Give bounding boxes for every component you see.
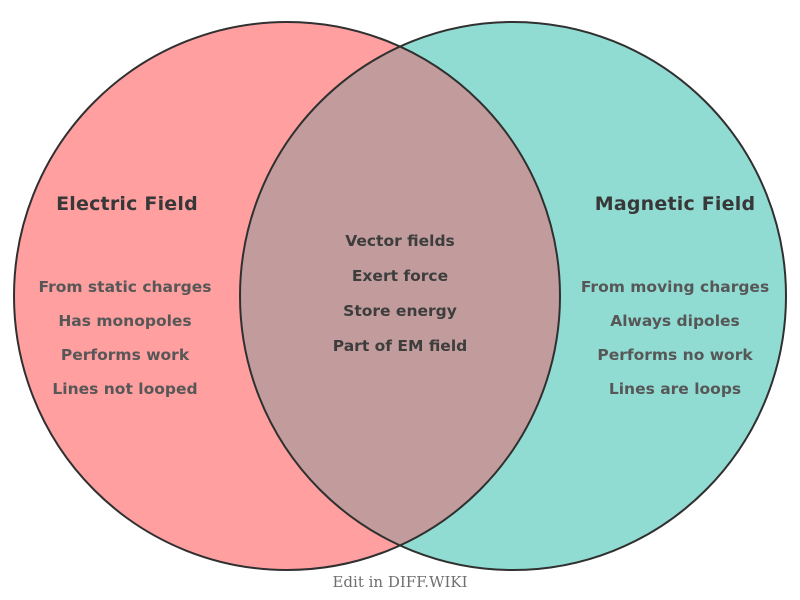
overlap-region (240, 22, 560, 570)
overlap-item-2: Exert force (351, 267, 449, 285)
right-item-2: Always dipoles (610, 312, 740, 330)
overlap-item-4: Part of EM field (332, 337, 468, 355)
left-circle-title: Electric Field (56, 193, 198, 215)
left-item-4: Lines not looped (52, 380, 198, 398)
overlap-items: Vector fields Exert force Store energy P… (280, 224, 520, 364)
overlap-item-1: Vector fields (345, 232, 455, 250)
right-item-4: Lines are loops (608, 380, 742, 398)
right-circle-title: Magnetic Field (594, 193, 756, 215)
left-circle-items: From static charges Has monopoles Perfor… (5, 270, 245, 406)
left-item-3: Performs work (60, 346, 190, 364)
left-item-1: From static charges (38, 278, 212, 296)
right-circle-items: From moving charges Always dipoles Perfo… (555, 270, 795, 406)
right-item-3: Performs no work (597, 346, 753, 364)
right-circle-outline (239, 21, 787, 571)
left-circle-outline (13, 21, 561, 571)
right-item-1: From moving charges (580, 278, 770, 296)
overlap-item-3: Store energy (343, 302, 457, 320)
edit-in-diffwiki-link[interactable]: Edit in DIFF.WIKI (332, 573, 468, 591)
left-item-2: Has monopoles (58, 312, 192, 330)
